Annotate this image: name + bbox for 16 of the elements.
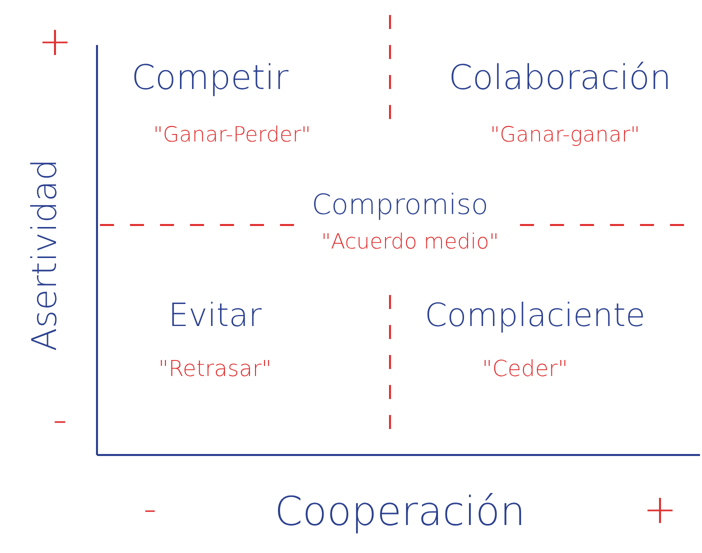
quadrant-title: Colaboración bbox=[448, 61, 672, 95]
axis-title: Asertividad bbox=[28, 158, 62, 352]
axis-title: Cooperación bbox=[274, 492, 526, 532]
axis-sign: + bbox=[643, 490, 677, 530]
quadrant-title: Compromiso bbox=[312, 191, 488, 219]
axis-sign: - bbox=[144, 492, 156, 528]
quadrant-title: Complaciente bbox=[424, 299, 646, 331]
quadrant-title: Evitar bbox=[168, 299, 262, 331]
axis-sign: - bbox=[52, 400, 68, 440]
quadrant-subtitle: "Ganar-ganar" bbox=[490, 124, 640, 146]
quadrant-subtitle: "Retrasar" bbox=[158, 359, 272, 381]
axis-sign: + bbox=[38, 22, 72, 62]
quadrant-subtitle: "Acuerdo medio" bbox=[321, 232, 499, 252]
quadrant-title: Competir bbox=[132, 61, 288, 95]
quadrant-subtitle: "Ganar-Perder" bbox=[153, 124, 311, 146]
quadrant-subtitle: "Ceder" bbox=[482, 359, 568, 381]
